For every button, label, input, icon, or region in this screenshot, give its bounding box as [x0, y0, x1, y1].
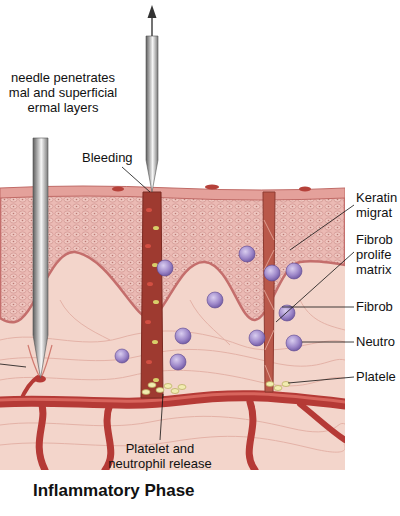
leader-lines-part	[160, 394, 163, 440]
leader-lines	[0, 167, 354, 440]
leader-lines-part	[276, 252, 354, 322]
platelets-part	[171, 389, 179, 394]
needle-label: needle penetrates mal and superficial er…	[0, 70, 126, 115]
leader-lines-part	[302, 342, 354, 343]
withdrawing-needle	[146, 36, 158, 192]
withdraw-arrow-shaft	[151, 16, 153, 36]
neutrophils-part	[157, 260, 173, 276]
matrix-fibers	[264, 220, 274, 385]
blood-vessels	[0, 377, 345, 470]
fibroblast-label: Fibrob	[356, 299, 400, 314]
neutrophils	[115, 246, 302, 370]
platelets-part	[148, 383, 156, 388]
blood-vessels-part	[0, 394, 345, 402]
release-label: Platelet and neutrophil release	[98, 441, 222, 471]
collagen-fibers	[0, 300, 345, 452]
inserted-needle	[33, 138, 48, 378]
platelets-part	[164, 384, 172, 389]
bleeding-label: Bleeding	[82, 150, 146, 165]
blood-cells	[145, 208, 159, 382]
withdraw-arrow-head	[148, 5, 157, 18]
blood-cells-part	[145, 320, 151, 324]
neutrophils-part	[286, 263, 302, 279]
platelets-part	[274, 386, 282, 391]
blood-vessels-part	[249, 402, 255, 470]
neutrophils-part	[286, 335, 302, 351]
platelet-label: Platele	[356, 369, 400, 384]
neutrophils-part	[239, 246, 255, 262]
platelets-part	[266, 382, 274, 387]
surface-blood-part	[299, 187, 311, 192]
leader-lines-part	[282, 307, 354, 308]
surface-blood-part	[112, 187, 124, 192]
matrix-fibers-part	[264, 220, 274, 385]
blood-cells-part	[146, 360, 152, 364]
blood-cells-part	[147, 282, 153, 286]
collagen-fibers-part	[300, 300, 345, 330]
surface-blood-part	[205, 185, 219, 190]
blood-cells-part	[146, 208, 152, 212]
leader-lines-part	[288, 377, 354, 383]
neutrophil-label: Neutro	[356, 334, 400, 349]
platelets	[142, 382, 290, 395]
bleeding-channel	[141, 192, 163, 398]
epidermis	[0, 194, 345, 322]
dermis	[0, 194, 345, 470]
neutrophils-part	[207, 292, 223, 308]
blood-cells-part	[153, 378, 159, 382]
collagen-fibers-part	[60, 300, 110, 340]
neutrophils-part	[264, 265, 280, 281]
platelets-part	[178, 385, 186, 390]
closing-channel	[263, 192, 275, 392]
blood-cells-part	[153, 300, 159, 304]
platelets-part	[142, 390, 150, 395]
collagen-fibers-part	[190, 300, 230, 345]
neutrophils-part	[175, 328, 191, 344]
neutrophils-part	[115, 349, 129, 363]
neutrophils-part	[249, 330, 265, 346]
blood-cells-part	[152, 340, 158, 344]
neutrophils-part	[170, 354, 186, 370]
leader-lines-part	[0, 364, 26, 367]
blood-cells-part	[153, 226, 159, 230]
fibroblast-matrix-label: Fibrob prolife matrix	[356, 232, 400, 277]
skin-layers	[0, 185, 345, 471]
stratum-corneum	[0, 186, 345, 200]
platelets-part	[282, 382, 290, 387]
leader-lines-part	[122, 167, 150, 192]
collagen-fibers-part	[0, 370, 345, 386]
surface-blood	[112, 185, 311, 192]
blood-vessels-part	[300, 404, 345, 440]
collagen-fibers-part	[0, 416, 345, 432]
leader-lines-part	[290, 205, 354, 250]
blood-vessels-part	[39, 400, 45, 470]
keratinocyte-label: Keratin migrat	[356, 190, 400, 220]
platelets-part	[156, 388, 164, 393]
blood-cells-part	[145, 244, 151, 248]
figure-title: Inflammatory Phase	[33, 481, 195, 501]
